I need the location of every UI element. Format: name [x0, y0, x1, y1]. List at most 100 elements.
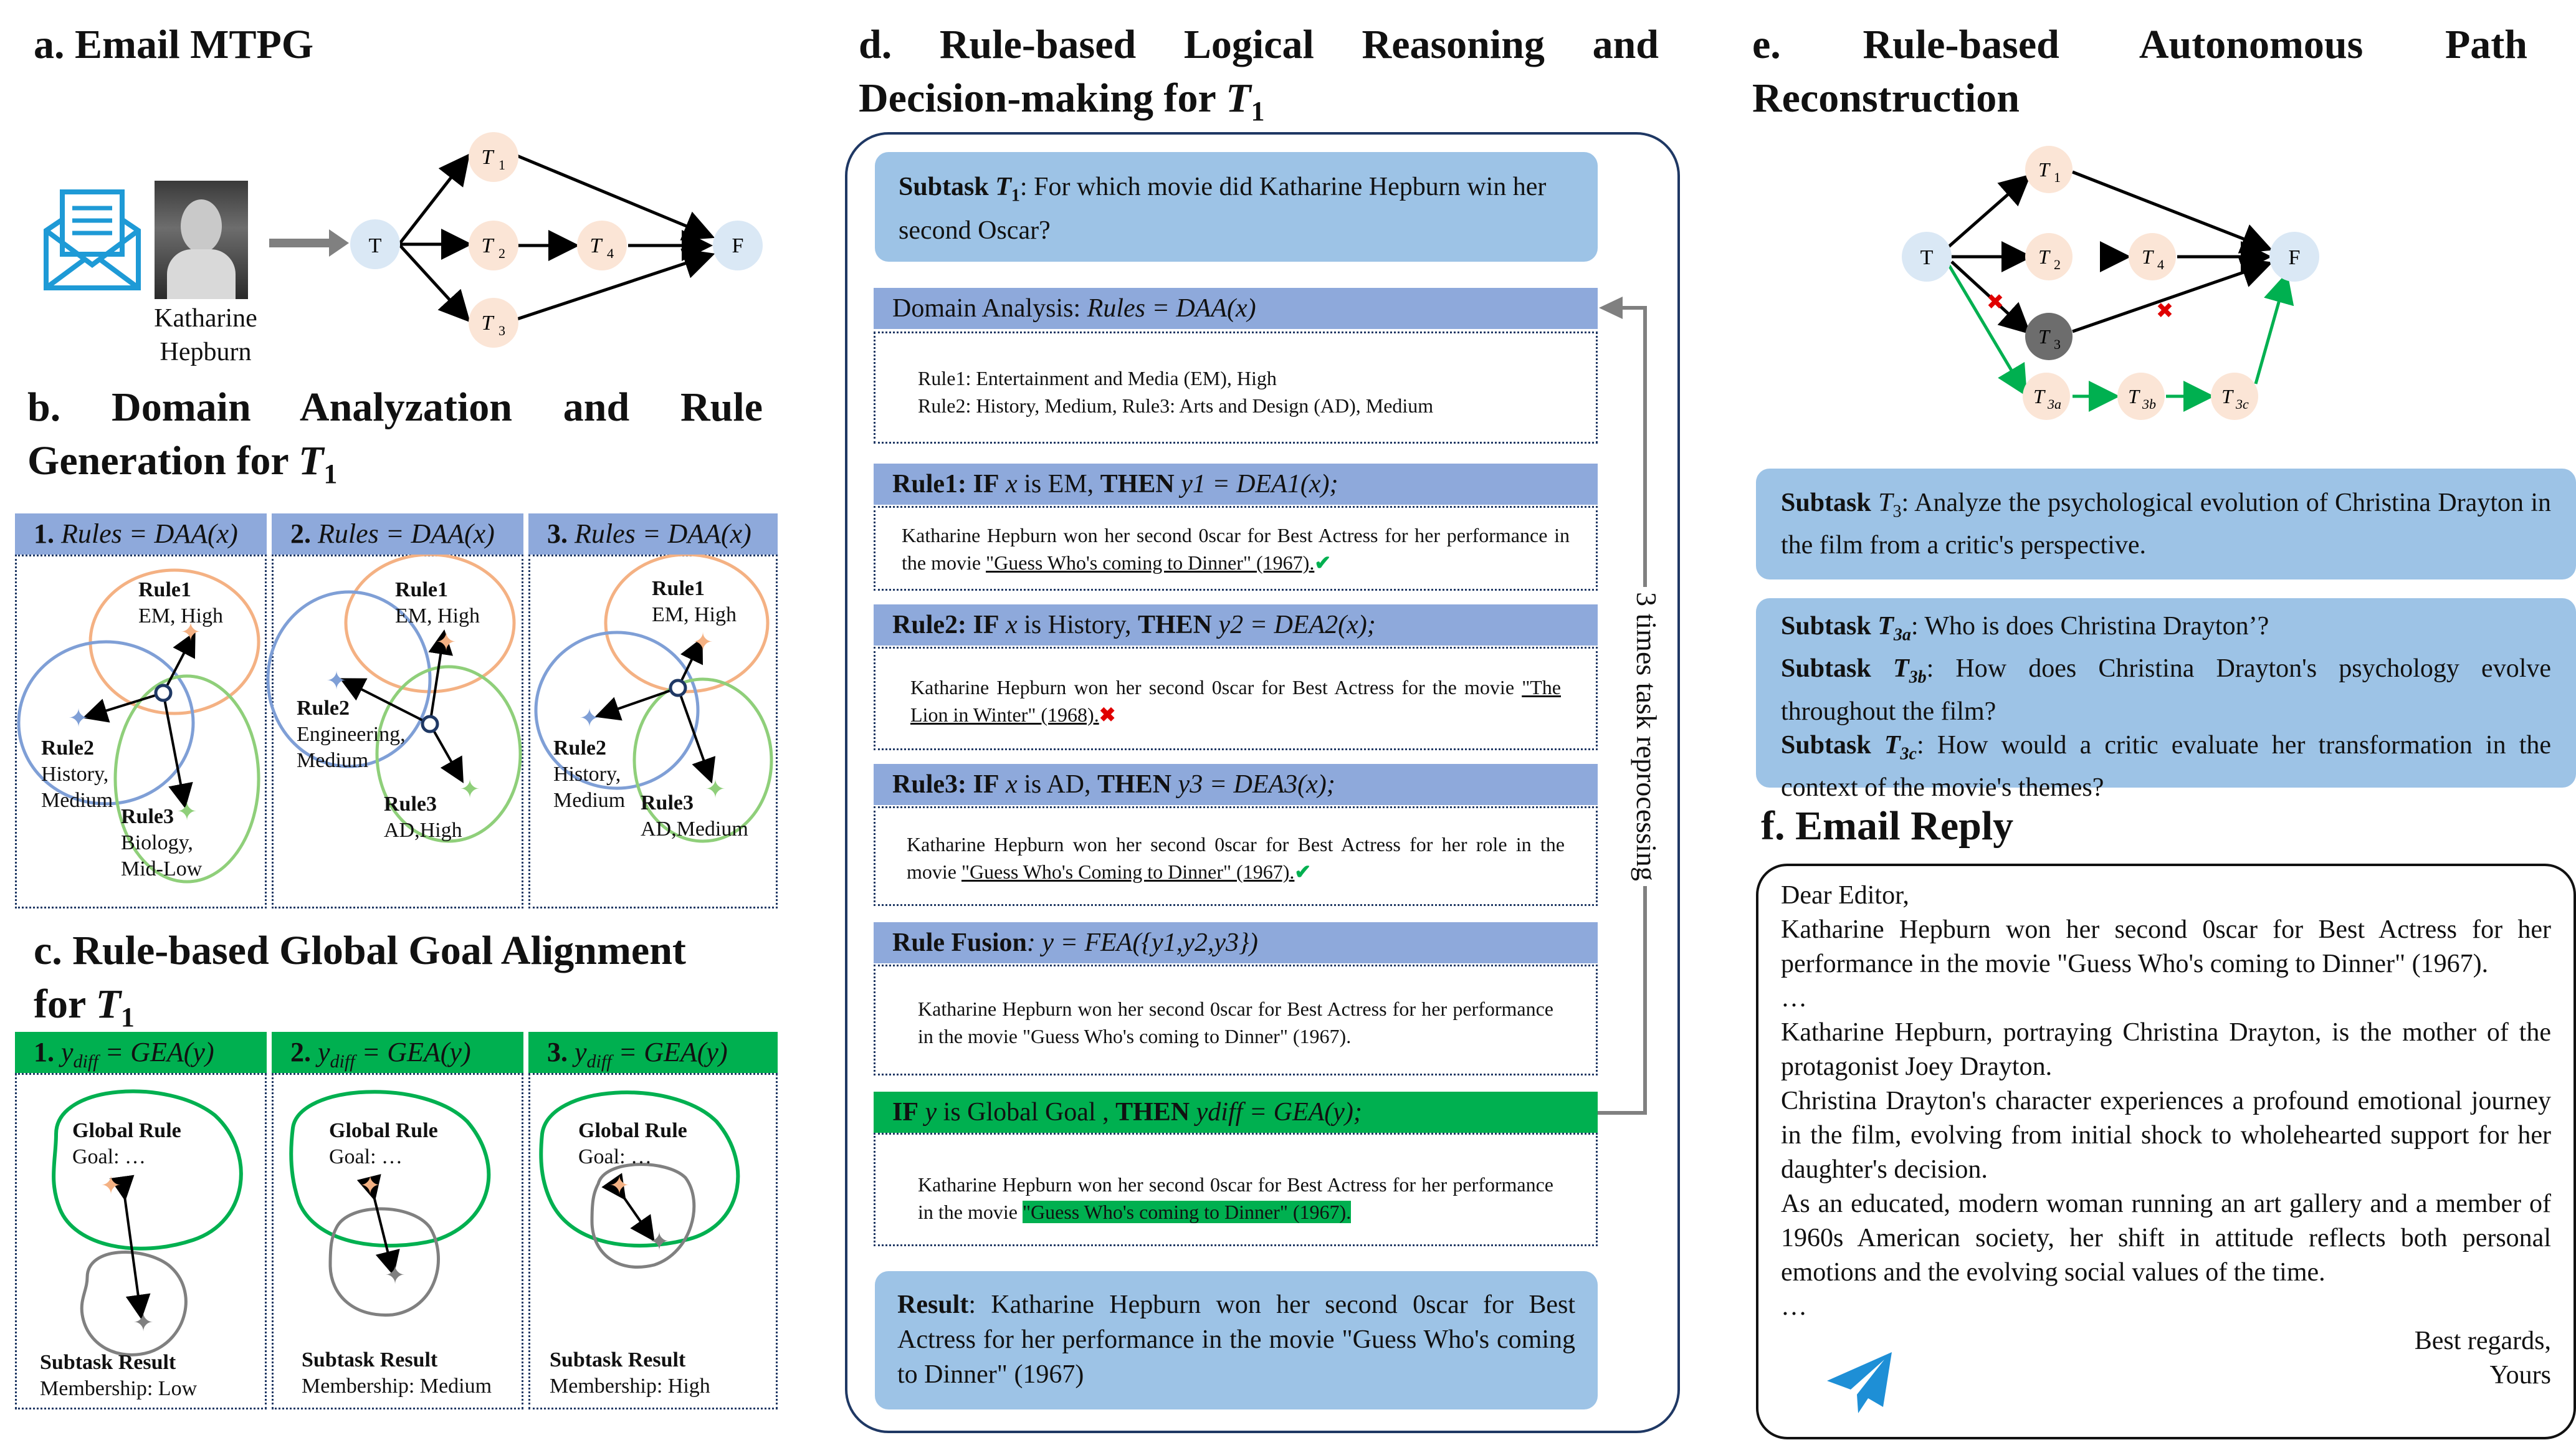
svg-text:✦: ✦ [459, 775, 480, 803]
svg-text:T: T [2038, 246, 2051, 268]
node-T1 [469, 132, 518, 182]
svg-text:3: 3 [499, 323, 505, 338]
svg-text:1: 1 [499, 157, 505, 173]
cut-edge-icon: ✖ [1987, 291, 2005, 314]
d-fusion-header: Rule Fusion: y = FEA({y1,y2,y3}) [874, 922, 1598, 963]
person-name: Katharine Hepburn [154, 304, 257, 366]
node-T3 [469, 298, 518, 348]
node-T2 [469, 221, 518, 270]
svg-text:3b: 3b [2142, 396, 2156, 412]
d-domain-body: Rule1: Entertainment and Media (EM), Hig… [874, 331, 1598, 444]
panel-c-box-2 [272, 1073, 523, 1409]
panel-d-frame [845, 132, 1680, 1433]
panel-d-title-line2: Decision-making for T1 [859, 75, 1265, 127]
check-icon: ✔ [1314, 551, 1332, 574]
panel-c-box-3 [528, 1073, 778, 1409]
svg-text:T: T [369, 234, 382, 257]
panel-b-box-2 [272, 555, 523, 908]
svg-text:✦: ✦ [133, 1309, 154, 1337]
svg-text:✦: ✦ [692, 628, 713, 656]
node-T4 [577, 221, 627, 270]
svg-text:T: T [482, 146, 495, 169]
panel-a-title: a. Email MTPG [34, 22, 314, 67]
svg-text:✦: ✦ [180, 618, 201, 646]
email-icon [44, 189, 141, 290]
panel-f-title: f. Email Reply [1761, 803, 2014, 849]
svg-text:✦: ✦ [705, 775, 726, 803]
svg-text:✦: ✦ [649, 1228, 670, 1256]
svg-text:T: T [2142, 246, 2154, 268]
svg-text:4: 4 [2157, 257, 2164, 272]
e-decomposed-subtasks: Subtask T3a: Who is does Christina Drayt… [1756, 598, 2576, 802]
panel-b-title-line2: Generation for T1 [27, 438, 338, 490]
svg-text:✦: ✦ [326, 667, 347, 695]
d-subtask-box: Subtask T1: For which movie did Katharin… [875, 152, 1598, 262]
d-rule1-body: Katharine Hepburn won her second 0scar f… [874, 506, 1598, 591]
panel-d-title-line1: d. Rule-based Logical Reasoning and [859, 22, 1659, 67]
panel-b-title-line1: b. Domain Analyzation and Rule [27, 384, 763, 430]
svg-text:T: T [2221, 385, 2234, 408]
d-rule1-header: Rule1: IF x is EM, THEN y1 = DEA1(x); [874, 464, 1598, 505]
svg-text:2: 2 [499, 246, 505, 261]
panel-b-header-2: 2. Rules = DAA(x) [272, 513, 523, 555]
panel-c-title-line1: c. Rule-based Global Goal Alignment [34, 928, 686, 973]
svg-text:T: T [1920, 246, 1934, 269]
panel-c-header-1: 1. ydiff = GEA(y) [15, 1032, 267, 1073]
svg-text:3c: 3c [2235, 396, 2249, 412]
panel-b-header-1: 1. Rules = DAA(x) [15, 513, 267, 555]
svg-text:1: 1 [2054, 169, 2061, 185]
svg-text:✦: ✦ [579, 704, 600, 732]
reprocess-label: 3 times task reprocessing [1629, 587, 1664, 886]
svg-text:✦: ✦ [68, 704, 89, 732]
svg-text:4: 4 [607, 246, 614, 261]
d-rule3-body: Katharine Hepburn won her second 0scar f… [874, 806, 1598, 906]
check-icon: ✔ [1294, 861, 1312, 883]
svg-text:✦: ✦ [360, 1171, 381, 1199]
panel-c-box-1 [15, 1073, 267, 1409]
svg-text:✦: ✦ [384, 1261, 406, 1289]
d-global-header: IF y is Global Goal , THEN ydiff = GEA(y… [874, 1092, 1598, 1133]
panel-c-title-line2: for T1 [34, 981, 135, 1033]
panel-c-header-2: 2. ydiff = GEA(y) [272, 1032, 523, 1073]
node-F [713, 221, 763, 270]
d-rule3-header: Rule3: IF x is AD, THEN y3 = DEA3(x); [874, 764, 1598, 805]
svg-text:3a: 3a [2047, 396, 2061, 412]
svg-text:3: 3 [2054, 336, 2061, 352]
send-icon [1827, 1352, 1892, 1413]
cut-edge-icon: ✖ [2156, 300, 2174, 323]
cross-icon: ✖ [1099, 703, 1116, 726]
svg-text:✦: ✦ [609, 1171, 630, 1199]
svg-text:✦: ✦ [100, 1171, 122, 1199]
portrait-photo [155, 181, 248, 299]
svg-text:T: T [2033, 385, 2046, 408]
d-fusion-body: Katharine Hepburn won her second 0scar f… [874, 965, 1598, 1075]
panel-b-box-3 [528, 555, 778, 908]
d-result-box: Result: Katharine Hepburn won her second… [875, 1271, 1598, 1409]
svg-text:T: T [2038, 158, 2051, 181]
svg-text:T: T [590, 234, 603, 257]
svg-text:T: T [2128, 385, 2140, 408]
panel-b-venn: ✦ ✦ ✦ ✦ ✦ ✦ ✦ ✦ ✦ [17, 555, 773, 884]
svg-text:F: F [2289, 246, 2301, 269]
svg-text:✦: ✦ [436, 628, 457, 656]
e-subtask3-box: Subtask T3: Analyze the psychological ev… [1756, 469, 2576, 579]
d-rule2-header: Rule2: IF x is History, THEN y2 = DEA2(x… [874, 604, 1598, 646]
panel-c-goal-plots: ✦ ✦ ✦ ✦ ✦ ✦ [52, 1089, 740, 1357]
d-global-body: Katharine Hepburn won her second 0scar f… [874, 1133, 1598, 1246]
svg-text:T: T [482, 234, 495, 257]
panel-c-header-3: 3. ydiff = GEA(y) [528, 1032, 778, 1073]
panel-b-header-3: 3. Rules = DAA(x) [528, 513, 778, 555]
